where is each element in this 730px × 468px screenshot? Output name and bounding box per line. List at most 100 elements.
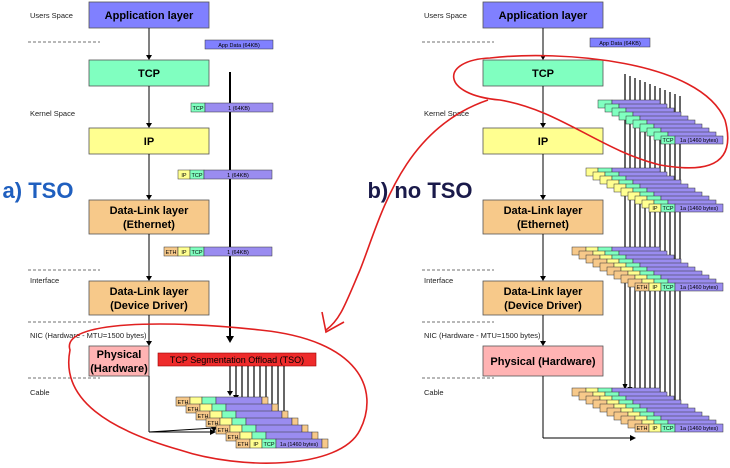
left-ethernet-layer: Data-Link layer (Ethernet) bbox=[88, 199, 210, 235]
packet-field: App Data (64KB) bbox=[218, 43, 260, 49]
packet-field: 1a (1460 bytes) bbox=[280, 442, 318, 448]
packet-field: ETH bbox=[208, 421, 219, 427]
segment-packet: TCP 1a (1460 bytes) bbox=[660, 135, 724, 145]
tso-label: TCP Segmentation Offload (TSO) bbox=[170, 355, 304, 365]
left-caption: a) TSO bbox=[3, 178, 74, 203]
left-tcp-layer-text: TCP bbox=[138, 68, 160, 80]
left-tcp-layer-box bbox=[88, 59, 210, 87]
packet-field: TCP bbox=[264, 442, 275, 448]
left-driver-layer-text: Data-Link layer bbox=[110, 286, 190, 298]
packet-field: TCP bbox=[663, 138, 674, 144]
packet-field: TCP bbox=[663, 285, 674, 291]
right-tcp-segments: TCP 1a (1460 bytes) bbox=[597, 99, 724, 145]
left-layer-arrow bbox=[146, 28, 152, 60]
packet-field: 1 (64KB) bbox=[227, 173, 249, 179]
left-ip-layer-box bbox=[88, 127, 210, 155]
right-layer-arrow bbox=[540, 315, 546, 346]
packet-field: IP bbox=[652, 426, 658, 432]
packet-field: TCP bbox=[192, 173, 203, 179]
annotation-arrowhead bbox=[321, 311, 345, 334]
left-ethernet-layer-text: (Ethernet) bbox=[123, 219, 175, 231]
side-label: Interface bbox=[30, 276, 59, 285]
right-application-layer-box bbox=[482, 1, 604, 29]
right-tcp-layer-box bbox=[482, 59, 604, 87]
packet-field: TCP bbox=[192, 250, 203, 256]
left-layer-arrow bbox=[146, 234, 152, 281]
packet-field: ETH bbox=[178, 400, 189, 406]
left-segment-arrow bbox=[233, 366, 239, 400]
right-layer-arrow bbox=[540, 86, 546, 128]
left-application-layer-box bbox=[88, 1, 210, 29]
packet-field: TCP bbox=[663, 206, 674, 212]
left-application-layer: Application layer bbox=[88, 1, 210, 29]
packet-field: ETH bbox=[238, 442, 249, 448]
left-app-data-packet: App Data (64KB) bbox=[204, 39, 274, 50]
left-tcp-layer: TCP bbox=[88, 59, 210, 87]
left-ethernet-layer-box bbox=[88, 199, 210, 235]
packet-field: ETH bbox=[188, 407, 199, 413]
packet-field: ETH bbox=[637, 426, 648, 432]
side-label: Users Space bbox=[30, 11, 73, 20]
annotation-arrow bbox=[325, 99, 489, 331]
right-caption: b) no TSO bbox=[367, 178, 472, 203]
left-physical-layer-text: Physical bbox=[97, 349, 142, 361]
right-driver-layer-text: Data-Link layer bbox=[504, 286, 584, 298]
left-ethernet-layer-text: Data-Link layer bbox=[110, 205, 190, 217]
left-driver-layer: Data-Link layer (Device Driver) bbox=[88, 280, 210, 316]
left-annotation-circle bbox=[67, 323, 368, 464]
right-physical-layer-text: Physical (Hardware) bbox=[490, 356, 595, 368]
left-ip-packet: IP TCP 1 (64KB) bbox=[177, 169, 273, 180]
packet-field: TCP bbox=[663, 426, 674, 432]
packet-field: 1a (1460 bytes) bbox=[680, 138, 718, 144]
tso-box: TCP Segmentation Offload (TSO) bbox=[157, 352, 317, 367]
side-label: NIC (Hardware - MTU=1500 bytes) bbox=[424, 331, 541, 340]
packet-field: ETH bbox=[637, 285, 648, 291]
side-label: Kernel Space bbox=[424, 109, 469, 118]
left-driver-layer-text: (Device Driver) bbox=[110, 300, 188, 312]
side-label: Kernel Space bbox=[30, 109, 75, 118]
packet-field: 1 (64KB) bbox=[228, 106, 250, 112]
segment-packet: ETH IP TCP 1a (1460 bytes) bbox=[634, 423, 724, 433]
right-annotation-circle bbox=[452, 54, 729, 169]
right-app-data-packet: App Data (64KB) bbox=[589, 37, 651, 48]
packet-field: App Data (64KB) bbox=[599, 41, 641, 47]
left-application-layer-text: Application layer bbox=[105, 10, 194, 22]
packet-field: IP bbox=[652, 285, 658, 291]
right-layer-arrow bbox=[540, 154, 546, 200]
packet-field: 1a (1460 bytes) bbox=[680, 206, 718, 212]
side-label: Cable bbox=[30, 388, 50, 397]
left-physical-layer-text: (Hardware) bbox=[90, 363, 148, 375]
packet-field: ETH bbox=[166, 250, 177, 256]
packet-field: IP bbox=[253, 442, 259, 448]
segment-packet: ETH IP TCP 1a (1460 bytes) bbox=[235, 438, 329, 449]
packet-field: IP bbox=[181, 173, 187, 179]
left-ip-layer-text: IP bbox=[144, 136, 154, 148]
left-segment-arrow bbox=[227, 366, 233, 396]
right-ethernet-layer-text: (Ethernet) bbox=[517, 219, 569, 231]
side-label: Users Space bbox=[424, 11, 467, 20]
left-ip-layer: IP bbox=[88, 127, 210, 155]
right-tcp-layer-text: TCP bbox=[532, 68, 554, 80]
right-application-layer-text: Application layer bbox=[499, 10, 588, 22]
packet-field: ETH bbox=[198, 414, 209, 420]
right-ip-layer: IP bbox=[482, 127, 604, 155]
right-physical-layer-box bbox=[482, 345, 604, 377]
right-tcp-layer: TCP bbox=[482, 59, 604, 87]
right-physical-layer: Physical (Hardware) bbox=[482, 345, 604, 377]
red-annotations bbox=[67, 54, 729, 464]
packet-field: ETH bbox=[228, 435, 239, 441]
right-ethernet-layer: Data-Link layer(Ethernet) bbox=[482, 199, 604, 235]
right-ip-layer-box bbox=[482, 127, 604, 155]
right-application-layer: Application layer bbox=[482, 1, 604, 29]
left-driver-layer-box bbox=[88, 280, 210, 316]
packet-field: ETH bbox=[218, 428, 229, 434]
packet-field: 1a (1460 bytes) bbox=[680, 426, 718, 432]
